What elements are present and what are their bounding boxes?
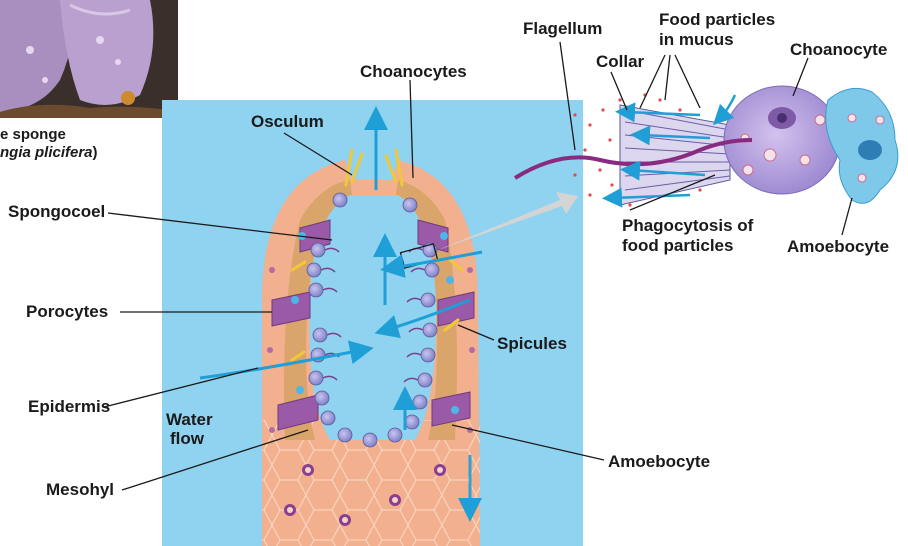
photo-caption-species: ngia plicifera bbox=[0, 144, 93, 161]
label-osculum: Osculum bbox=[251, 112, 324, 132]
photo-caption-line2: ngia plicifera) bbox=[0, 143, 98, 162]
label-mesohyl: Mesohyl bbox=[46, 480, 114, 500]
label-spongocoel: Spongocoel bbox=[8, 202, 105, 222]
label-choanocyte: Choanocyte bbox=[790, 40, 887, 60]
label-phagocytosis-2: food particles bbox=[622, 236, 733, 256]
label-spicules: Spicules bbox=[497, 334, 567, 354]
sponge-photo bbox=[0, 0, 178, 118]
label-food-particles-2: in mucus bbox=[659, 30, 734, 50]
photo-caption-paren: ) bbox=[93, 144, 98, 161]
label-porocytes: Porocytes bbox=[26, 302, 108, 322]
label-choanocytes: Choanocytes bbox=[360, 62, 467, 82]
label-epidermis: Epidermis bbox=[28, 397, 110, 417]
label-flagellum: Flagellum bbox=[523, 19, 602, 39]
label-water-flow-1: Water bbox=[166, 410, 213, 430]
label-phagocytosis-1: Phagocytosis of bbox=[622, 216, 753, 236]
label-food-particles-1: Food particles bbox=[659, 10, 775, 30]
label-water-flow-2: flow bbox=[170, 429, 204, 449]
sponge-body bbox=[262, 150, 480, 546]
photo-caption-line1: e sponge bbox=[0, 125, 66, 144]
label-amoebocyte-right: Amoebocyte bbox=[787, 237, 889, 257]
label-amoebocyte-lower: Amoebocyte bbox=[608, 452, 710, 472]
label-collar: Collar bbox=[596, 52, 644, 72]
